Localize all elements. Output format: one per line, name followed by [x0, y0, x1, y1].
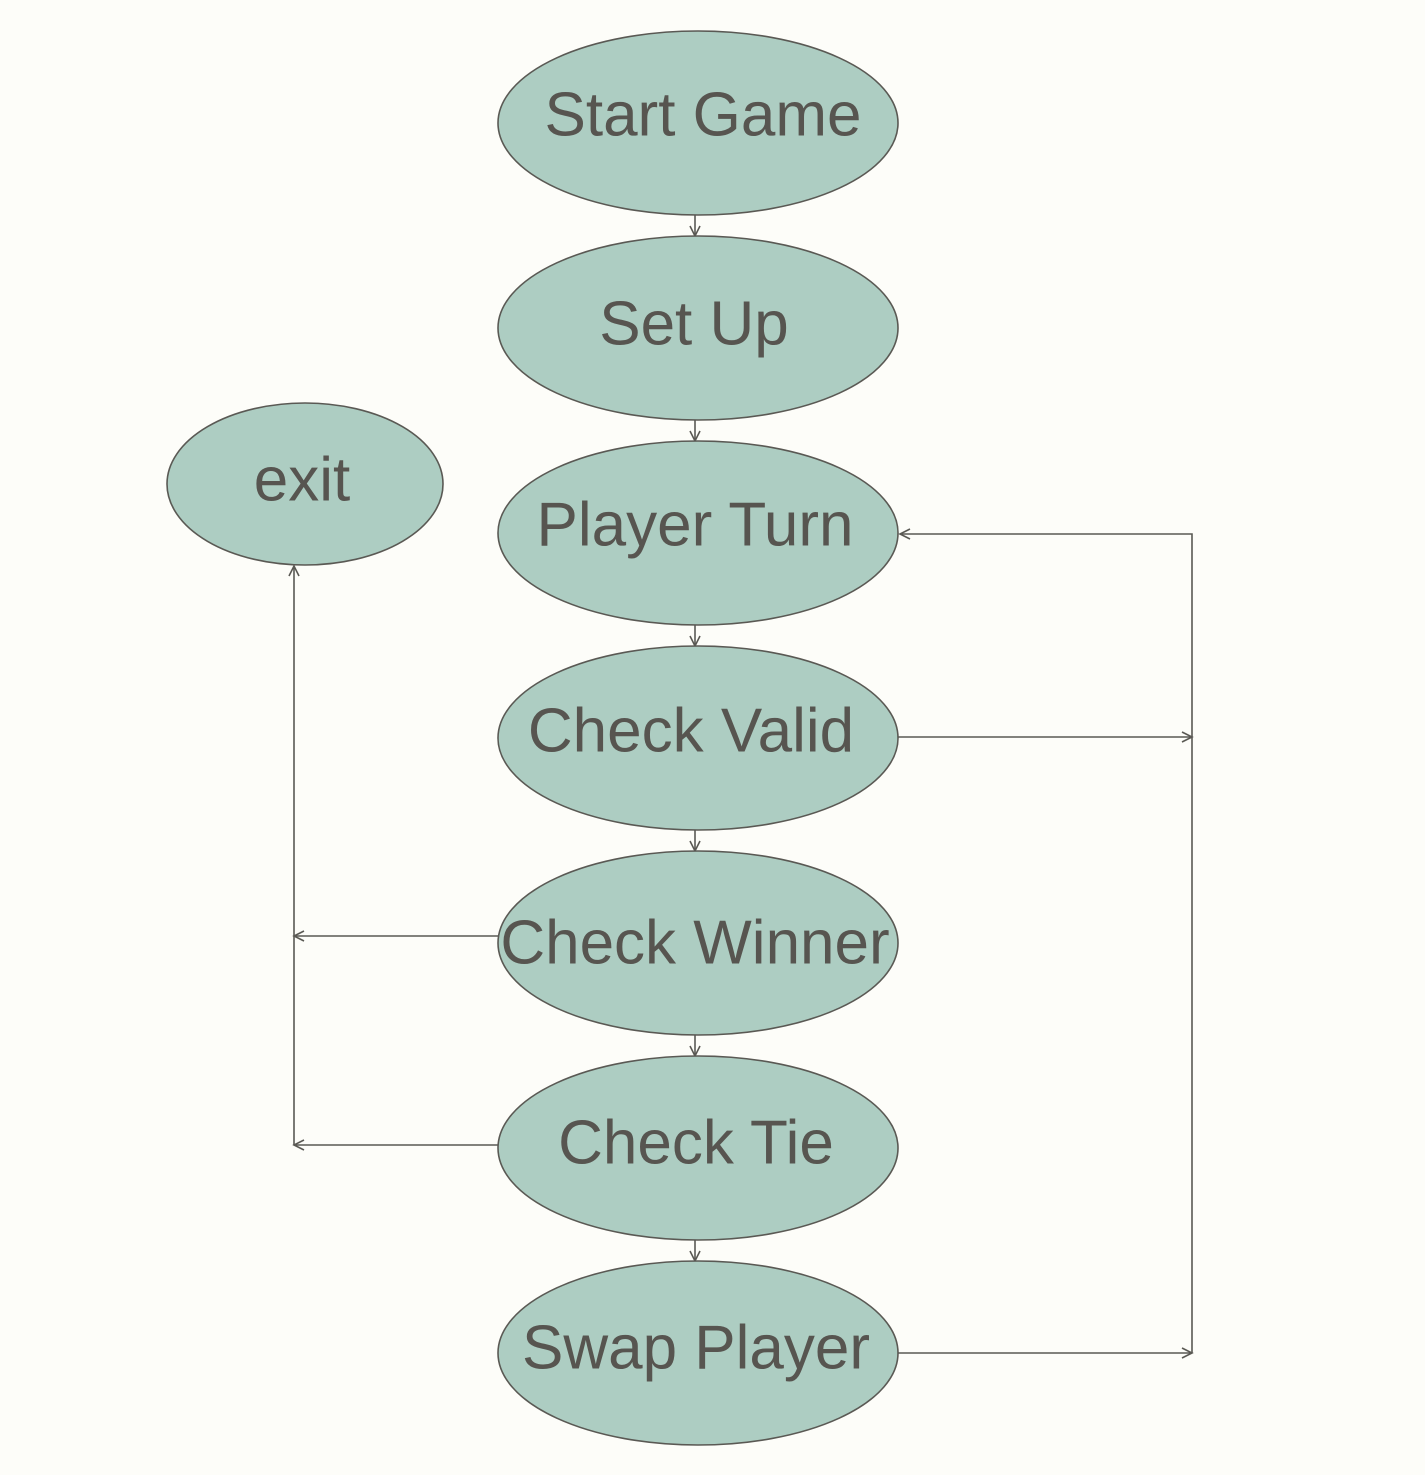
edges	[288, 215, 1194, 1359]
node-check-valid-label: Check Valid	[528, 697, 854, 766]
node-check-winner-shape	[497, 850, 899, 1036]
node-player-turn: Player Turn	[497, 440, 899, 626]
node-check-tie-label: Check Tie	[558, 1109, 834, 1178]
node-set-up-label: Set Up	[599, 290, 789, 359]
arrowhead-exit	[288, 564, 300, 577]
node-check-winner: Check Winner	[497, 850, 899, 1036]
node-set-up: Set Up	[497, 235, 899, 421]
node-exit-label: exit	[254, 446, 350, 515]
node-exit: exit	[166, 402, 444, 566]
node-start-game-shape	[497, 30, 899, 216]
node-check-tie: Check Tie	[497, 1055, 899, 1241]
node-check-valid: Check Valid	[497, 645, 899, 831]
node-check-tie-shape	[497, 1055, 899, 1241]
node-swap-player-label: Swap Player	[522, 1314, 870, 1383]
node-set-up-shape	[497, 235, 899, 421]
node-exit-shape	[166, 402, 444, 566]
arrowhead-loop-turn	[898, 528, 911, 540]
node-check-winner-label: Check Winner	[500, 909, 889, 978]
node-start-game-label: Start Game	[545, 81, 862, 150]
node-swap-player: Swap Player	[497, 1260, 899, 1446]
node-start-game: Start Game	[497, 30, 899, 216]
node-player-turn-label: Player Turn	[536, 491, 853, 560]
node-player-turn-shape	[497, 440, 899, 626]
node-swap-player-shape	[497, 1260, 899, 1446]
node-check-valid-shape	[497, 645, 899, 831]
edge-loop-to-turn	[900, 533, 1193, 1353]
